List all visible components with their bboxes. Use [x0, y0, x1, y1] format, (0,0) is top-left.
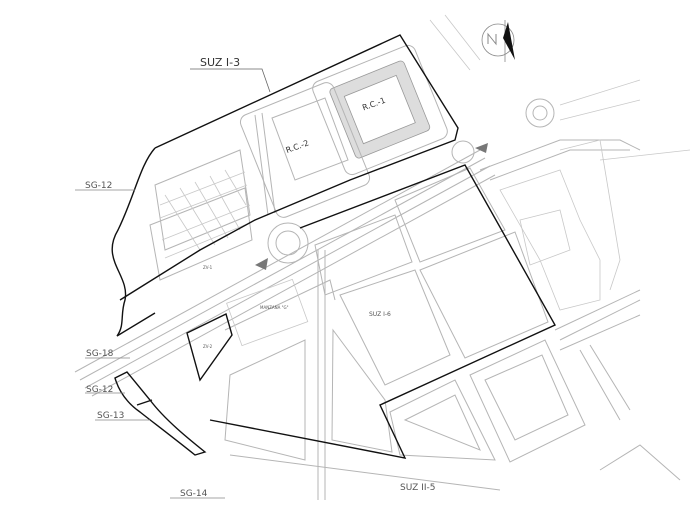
label-sg12-bottom: SG-12	[86, 385, 113, 395]
label-rc2: R.C.-2	[285, 138, 311, 155]
roundabout-west-inner	[275, 230, 301, 256]
suz-i6-blocks	[224, 167, 681, 500]
roundabout-west	[267, 222, 309, 264]
label-suz-ii5: SUZ II-5	[400, 483, 435, 493]
leader-line	[190, 68, 271, 93]
label-zv2: ZV-2	[203, 344, 213, 349]
roundabout-east-inner	[532, 105, 548, 121]
sector-boundaries	[111, 34, 556, 459]
label-manzana-g: MANZANA "G"	[260, 305, 289, 310]
label-zv1: ZV-1	[203, 265, 213, 270]
north-arrow-icon	[481, 20, 515, 62]
label-suz-i3: SUZ I-3	[200, 56, 240, 69]
label-sg14: SG-14	[180, 489, 208, 499]
direction-arrow	[255, 258, 268, 270]
label-sg18: SG-18	[86, 349, 114, 359]
highway-sg18	[74, 149, 496, 397]
label-suz-i6: SUZ I-6	[369, 311, 391, 318]
label-sg12-top: SG-12	[85, 181, 112, 191]
suz-i3-blocks	[149, 44, 448, 281]
label-sg13: SG-13	[97, 411, 124, 421]
direction-arrow	[475, 143, 488, 153]
existing-urban-area-east	[429, 14, 691, 421]
roundabout-center	[451, 140, 475, 164]
roundabout-east	[525, 98, 555, 128]
